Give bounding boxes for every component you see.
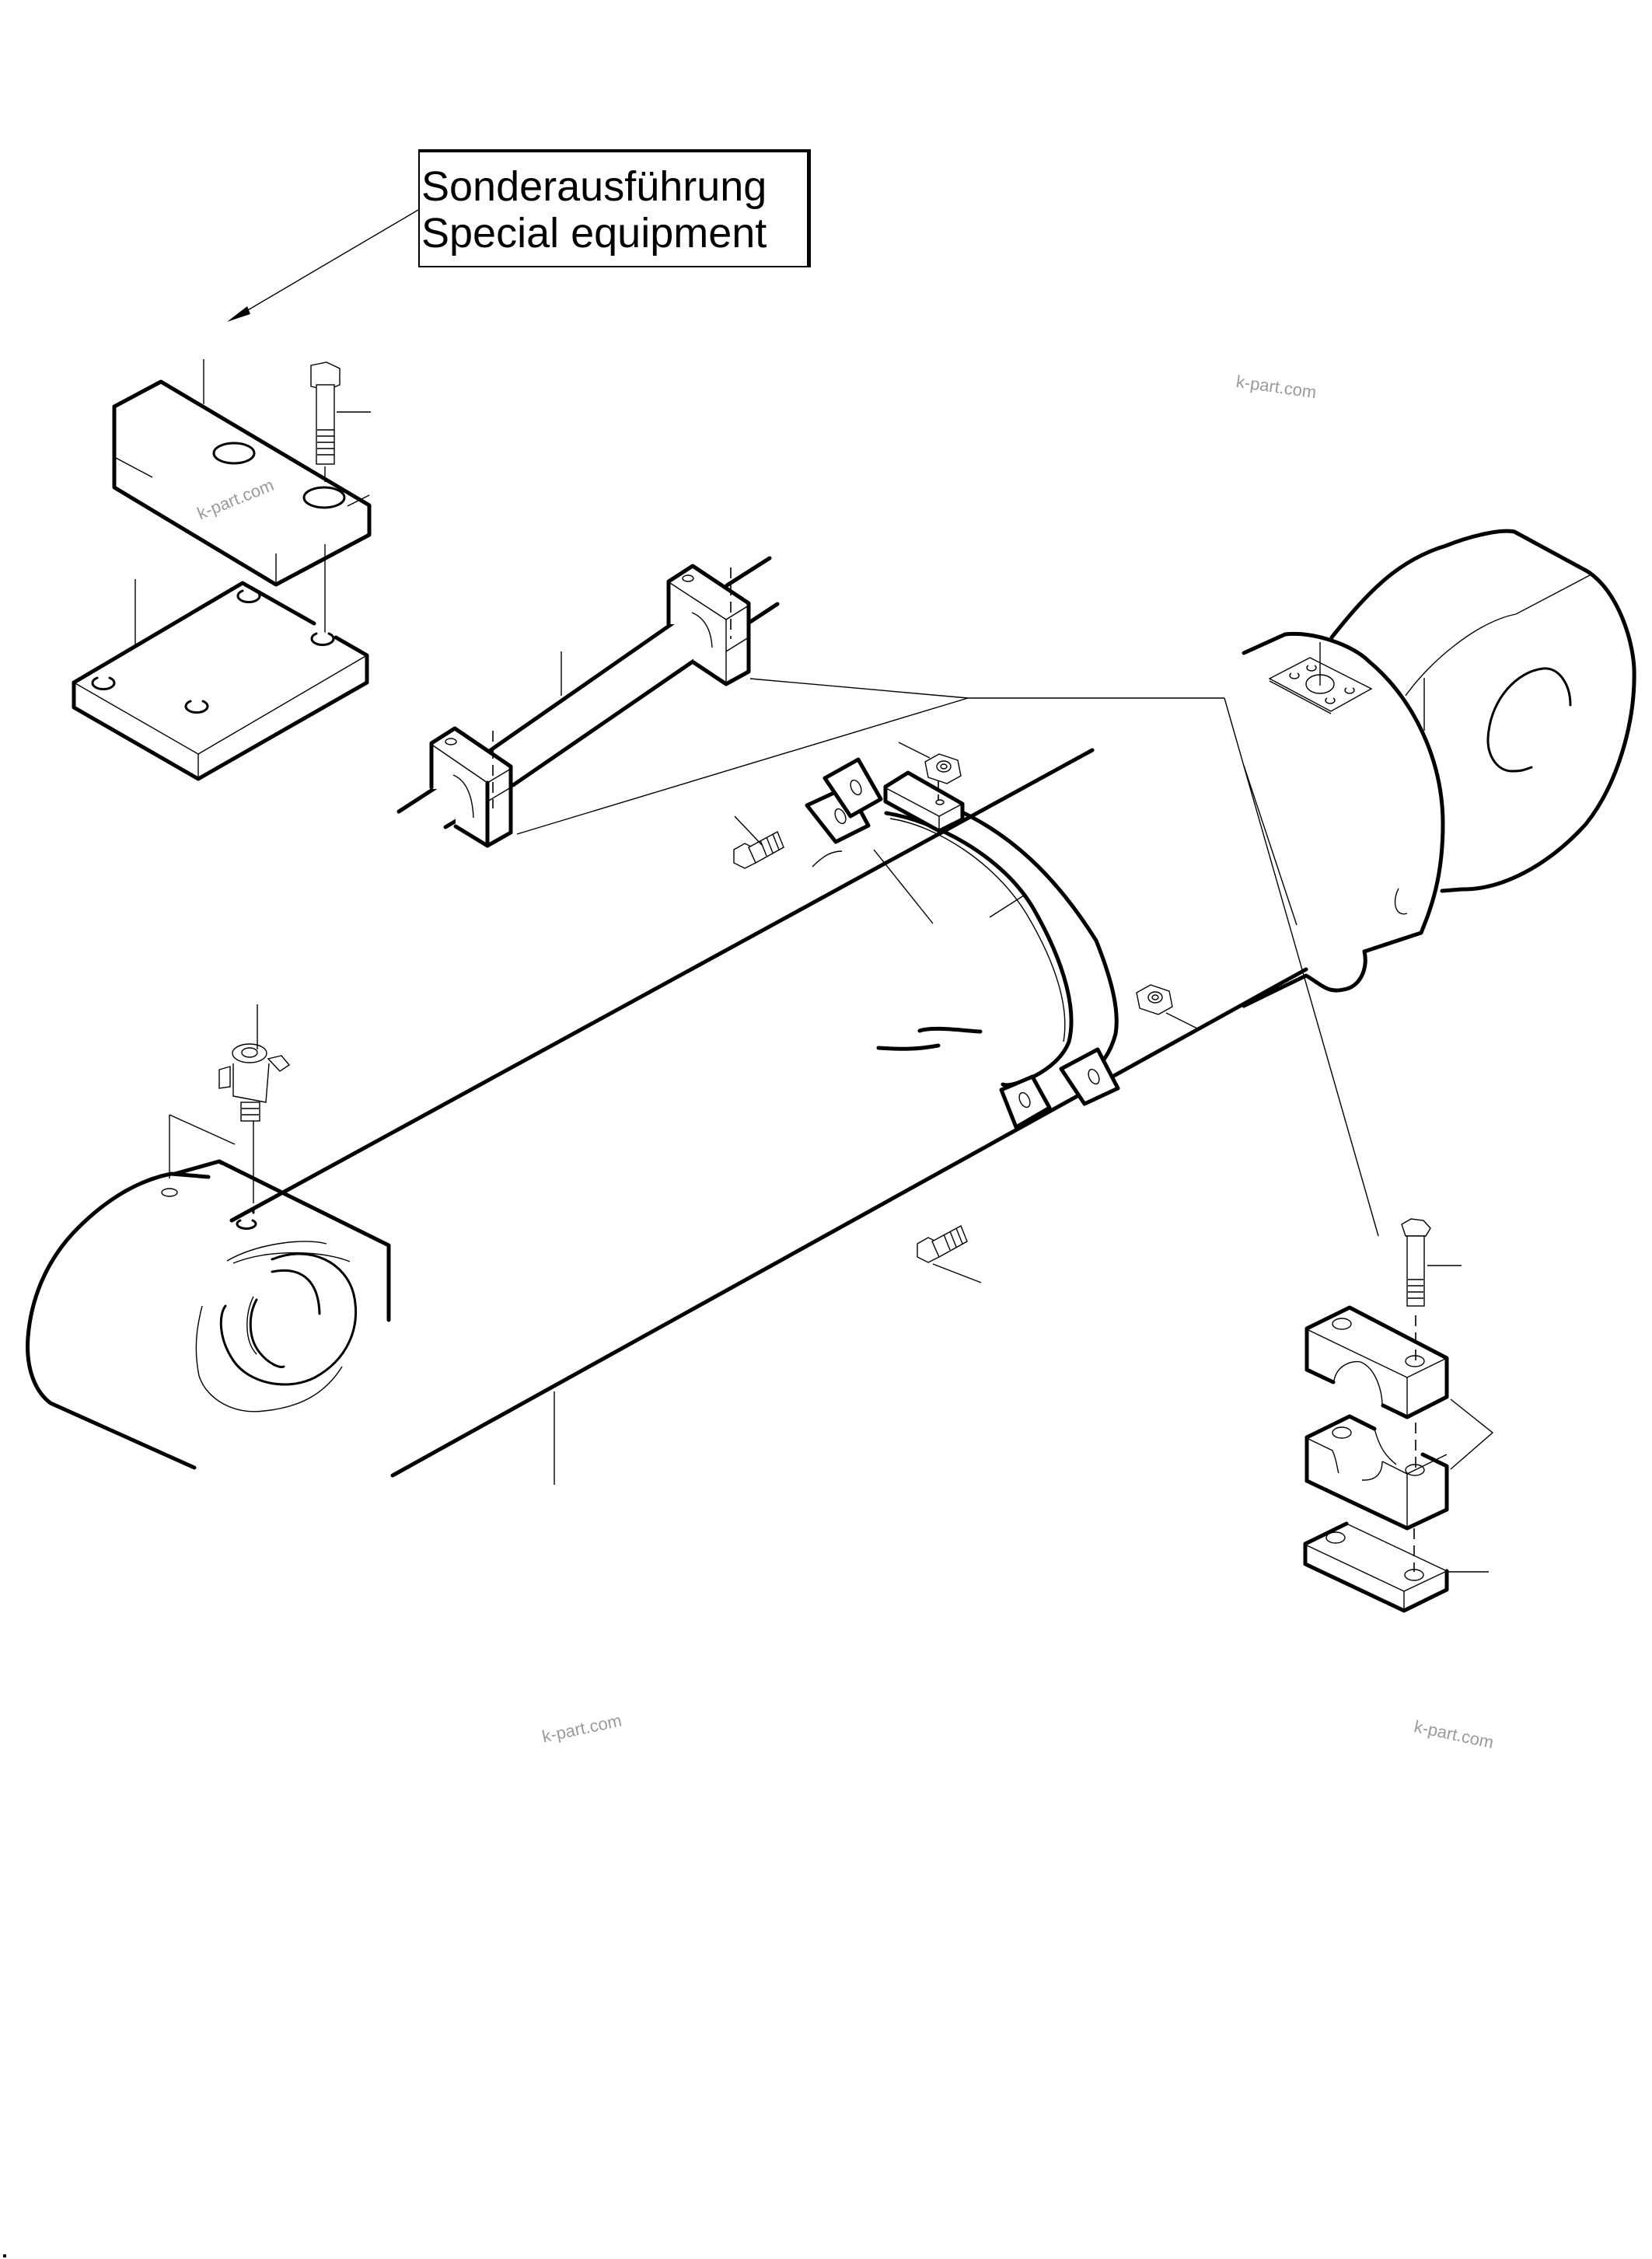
tube-clamp-assembly[interactable]	[396, 556, 1224, 848]
pipe-strap-clamp[interactable]	[812, 804, 1119, 1088]
label-line-german: Sonderausführung	[421, 163, 767, 210]
cylinder-head-eye[interactable]	[1242, 529, 1636, 1008]
clamp-cover-plate[interactable]	[1303, 1521, 1489, 1613]
clamp-bolt-lower[interactable]	[917, 1225, 982, 1283]
clamp-bolt-upper[interactable]	[733, 815, 784, 869]
clamp-nut-lower[interactable]	[1136, 984, 1198, 1029]
corner-mark	[3, 2254, 6, 2257]
label-line-english: Special equipment	[421, 210, 767, 257]
special-bolt[interactable]	[310, 361, 371, 636]
strap-tab-lower-right[interactable]	[1059, 1047, 1120, 1106]
special-plate-lower[interactable]	[72, 579, 369, 781]
clamp-half-lower[interactable]	[1304, 1398, 1494, 1531]
special-plate-upper[interactable]	[112, 359, 372, 587]
spacer-block[interactable]	[883, 770, 965, 833]
leader-line	[1224, 697, 1379, 1237]
clamp-nut-upper[interactable]	[898, 742, 962, 784]
callout-arrow	[227, 209, 419, 322]
strap-tab-upper-right[interactable]	[823, 757, 883, 819]
special-equipment-label: Sonderausführung Special equipment	[418, 149, 811, 267]
strap-tab-lower-left[interactable]	[999, 1074, 1052, 1130]
cylinder-base-eye[interactable]	[26, 1114, 391, 1470]
clamp-half-upper[interactable]	[1304, 1305, 1449, 1419]
cylinder-tube[interactable]	[229, 748, 1308, 1485]
breather-fitting[interactable]	[218, 1004, 291, 1214]
clamp-bolt-right[interactable]	[1378, 1218, 1462, 1307]
name-plate	[1268, 642, 1373, 714]
